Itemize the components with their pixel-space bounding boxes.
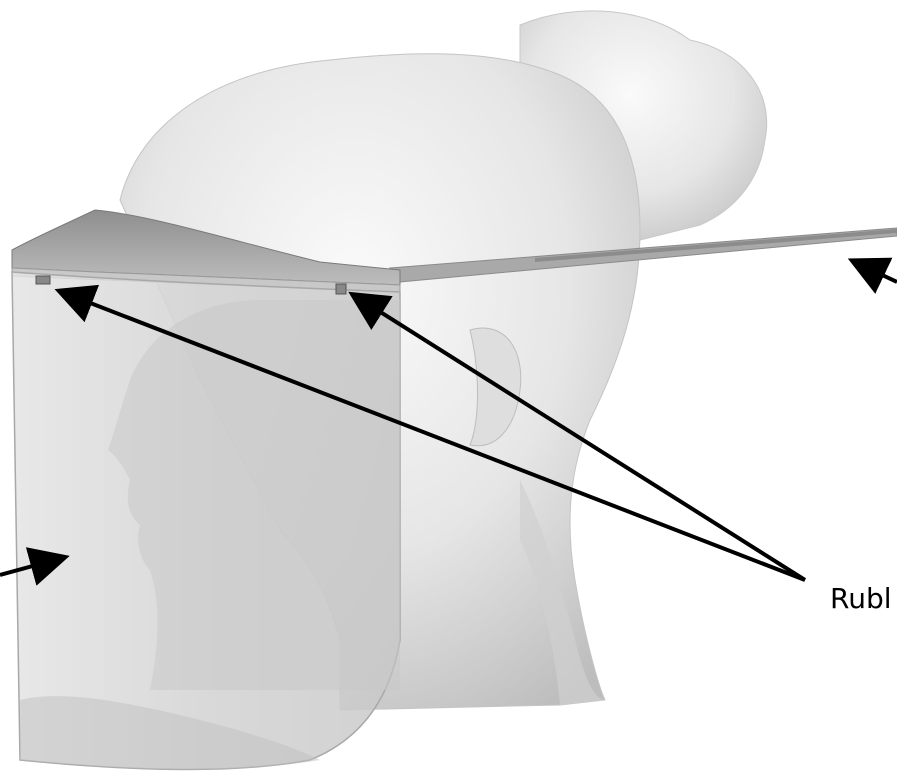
callout-label: Rubl bbox=[830, 582, 892, 615]
clip-right-icon bbox=[336, 284, 346, 294]
arrow-to-strap bbox=[855, 262, 897, 282]
clip-left-icon bbox=[36, 276, 50, 284]
